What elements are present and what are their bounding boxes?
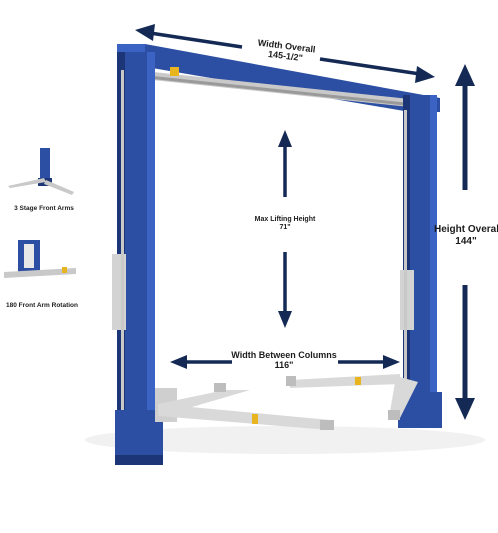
height-overall-label: Height Overall 144" <box>434 224 498 247</box>
width-between-columns-title: Width Between Columns <box>231 350 337 360</box>
right-column <box>398 95 442 428</box>
floor-shadow <box>85 426 485 454</box>
max-lifting-height-arrow <box>278 130 292 328</box>
right-lift-arms <box>286 374 418 420</box>
top-crossbeam <box>117 44 440 112</box>
feature-label-3-stage-arms: 3 Stage Front Arms <box>14 205 74 212</box>
max-lifting-height-title: Max Lifting Height <box>254 216 316 223</box>
feature-label-arm-rotation: 180 Front Arm Rotation <box>6 302 78 309</box>
width-between-columns-value: 116" <box>274 360 294 371</box>
max-lifting-height-label: Max Lifting Height 71" <box>244 216 326 232</box>
max-lifting-height-value: 71" <box>279 224 291 232</box>
left-column <box>112 52 177 465</box>
height-overall-arrow <box>455 64 475 420</box>
height-overall-value: 144" <box>455 235 477 247</box>
width-between-columns-arrow <box>170 355 400 369</box>
thumbnail-3-stage-arms <box>8 148 74 195</box>
left-lift-arms <box>158 383 334 430</box>
width-overall-arrow <box>135 24 435 83</box>
thumbnail-arm-rotation <box>4 240 76 278</box>
height-overall-title: Height Overall <box>434 224 498 235</box>
width-between-columns-label: Width Between Columns 116" <box>225 350 343 371</box>
